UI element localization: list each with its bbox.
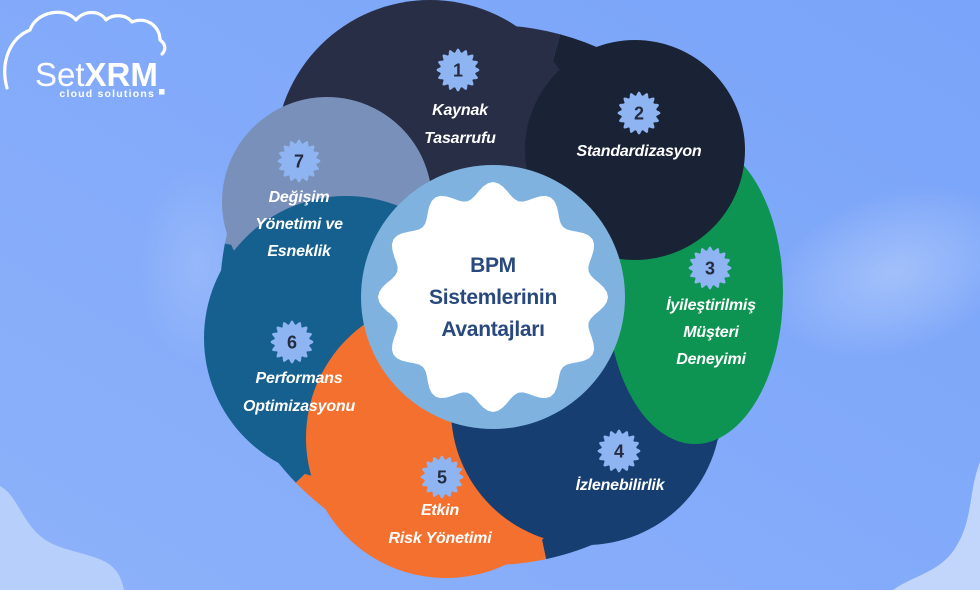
segment-4-label-line-1: İzlenebilirlik [576,476,666,494]
segment-1-number: 1 [453,61,463,81]
segment-7-badge [277,139,321,183]
soft-cloud-right [768,185,980,359]
segment-5-badge [420,455,464,499]
center-title-line-3: Avantajları [441,318,544,341]
segment-5-number: 5 [437,468,447,488]
segment-3-label-line-2: Müşteri [683,324,739,341]
center-title: BPM Sistemlerinin Avantajları [429,254,557,341]
segment-5-content: 5 Etkin Risk Yönetimi [389,455,493,547]
segment-6-badge [270,320,314,364]
segment-4-badge [597,429,641,473]
logo-brand-light: Set [35,56,85,93]
segment-4-number: 4 [614,442,624,462]
cloud-bottom-right [893,462,980,590]
logo-square-icon [159,89,165,95]
segment-1-label-line-2: Tasarrufu [424,130,496,147]
segment-6-label-line-2: Optimizasyonu [243,398,356,415]
cloud-outline-icon [3,10,167,90]
segment-3-badge [688,246,732,290]
segment-2-content: 2 Standardizasyon [576,91,702,160]
segment-1-content: 1 Kaynak Tasarrufu [424,48,496,147]
logo-brand-bold: XRM [85,56,158,93]
segment-7-label-line-1: Değişim [269,189,330,206]
segment-2-number: 2 [634,104,644,124]
segment-1-badge [436,48,480,92]
segment-7-content: 7 Değişim Yönetimi ve Esneklik [255,139,343,260]
center-title-line-2: Sistemlerinin [429,286,557,309]
segment-7-label-line-2: Yönetimi ve [255,216,343,233]
cloud-bottom-left [0,486,124,590]
segment-7-number: 7 [294,152,304,172]
segment-3-number: 3 [705,259,715,279]
setxrm-logo: SetXRM cloud solutions [3,10,167,100]
segment-4-content: 4 İzlenebilirlik [576,429,666,494]
segment-3-label-line-3: Deneyimi [676,351,746,368]
center-title-line-1: BPM [470,254,516,277]
segment-7-label-line-3: Esneklik [267,243,332,260]
segment-3-content: 3 İyileştirilmiş Müşteri Deneyimi [666,246,756,368]
segment-3-label-line-1: İyileştirilmiş [666,296,756,314]
segment-5-label-line-2: Risk Yönetimi [389,530,493,547]
logo-tagline: cloud solutions [59,88,155,100]
segment-5-label-line-1: Etkin [421,502,460,519]
segment-2-badge [617,91,661,135]
center-scallop [378,182,608,412]
segment-1-label-line-1: Kaynak [432,102,489,119]
logo-brand-text: SetXRM [35,56,158,93]
segment-2-label-line-1: Standardizasyon [576,143,701,160]
segment-6-number: 6 [287,333,297,353]
segment-6-content: 6 Performans Optimizasyonu [243,320,356,415]
segment-6-label-line-1: Performans [256,370,343,387]
